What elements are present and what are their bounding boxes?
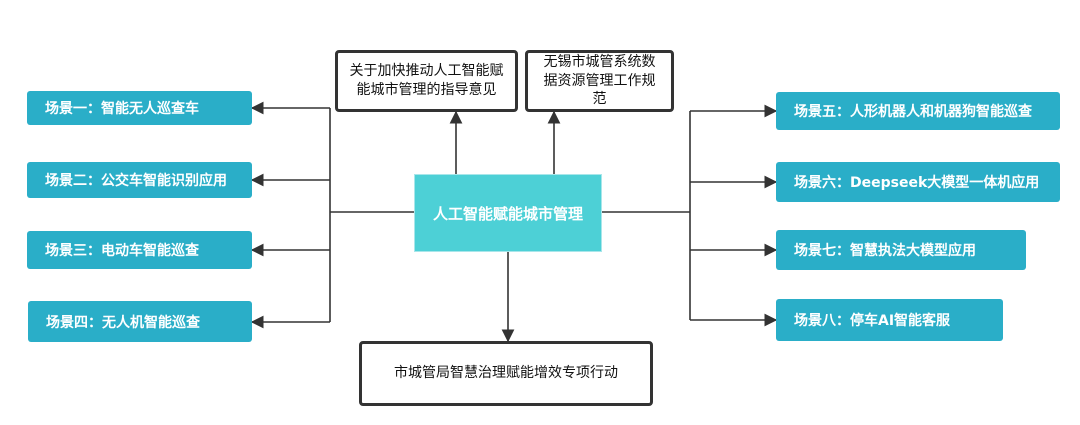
policy-doc-2-label: 无锡市城管系统数据资源管理工作规范 bbox=[543, 53, 656, 108]
scene-4-box: 场景四：无人机智能巡查 bbox=[28, 301, 252, 342]
scene-7-box: 场景七：智慧执法大模型应用 bbox=[776, 230, 1026, 270]
scene-1-box: 场景一：智能无人巡查车 bbox=[27, 91, 252, 125]
scene-7-label: 场景七：智慧执法大模型应用 bbox=[794, 243, 976, 259]
policy-doc-1: 关于加快推动人工智能赋能城市管理的指导意见 bbox=[335, 50, 518, 112]
center-node: 人工智能赋能城市管理 bbox=[414, 174, 602, 252]
scene-3-label: 场景三：电动车智能巡查 bbox=[45, 243, 199, 259]
scene-6-label: 场景六：Deepseek大模型一体机应用 bbox=[794, 175, 1040, 191]
scene-1-label: 场景一：智能无人巡查车 bbox=[45, 101, 199, 117]
scene-2-box: 场景二：公交车智能识别应用 bbox=[27, 162, 252, 198]
scene-5-box: 场景五：人形机器人和机器狗智能巡查 bbox=[776, 92, 1060, 130]
scene-3-box: 场景三：电动车智能巡查 bbox=[27, 231, 252, 269]
scene-8-label: 场景八：停车AI智能客服 bbox=[794, 313, 951, 329]
scene-2-label: 场景二：公交车智能识别应用 bbox=[45, 173, 227, 189]
center-node-label: 人工智能赋能城市管理 bbox=[432, 204, 583, 223]
policy-doc-2: 无锡市城管系统数据资源管理工作规范 bbox=[525, 50, 674, 112]
action-box: 市城管局智慧治理赋能增效专项行动 bbox=[359, 341, 653, 406]
policy-doc-1-label: 关于加快推动人工智能赋能城市管理的指导意见 bbox=[349, 63, 504, 98]
scene-6-box: 场景六：Deepseek大模型一体机应用 bbox=[776, 162, 1060, 202]
action-box-label: 市城管局智慧治理赋能增效专项行动 bbox=[394, 365, 618, 382]
scene-8-box: 场景八：停车AI智能客服 bbox=[776, 299, 1003, 341]
scene-5-label: 场景五：人形机器人和机器狗智能巡查 bbox=[794, 104, 1032, 120]
scene-4-label: 场景四：无人机智能巡查 bbox=[46, 314, 200, 331]
